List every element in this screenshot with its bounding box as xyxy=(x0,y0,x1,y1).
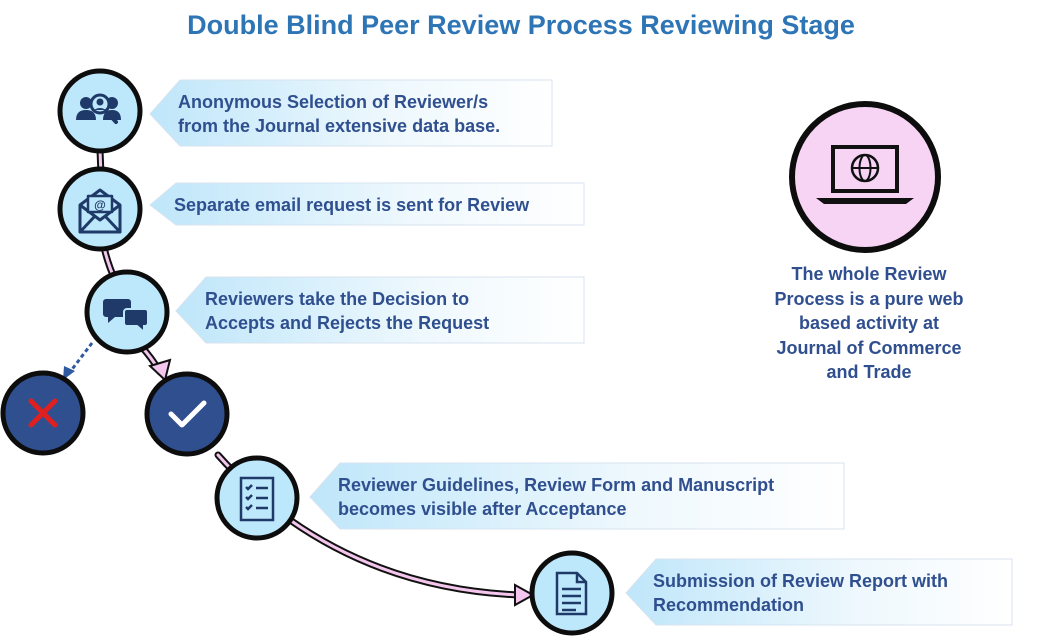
laptop-node xyxy=(789,101,941,253)
dashed-connector-reject xyxy=(68,342,94,373)
web-activity-note-line1: The whole Review xyxy=(791,264,947,284)
page-title: Double Blind Peer Review Process Reviewi… xyxy=(187,10,855,40)
checklist-icon xyxy=(239,476,275,522)
step-4-text-line1: Reviewer Guidelines, Review Form and Man… xyxy=(338,475,775,495)
step-3-node xyxy=(84,269,170,355)
arrowhead-accept xyxy=(148,358,172,382)
step-1-text-line1: Anonymous Selection of Reviewer/s xyxy=(178,92,489,112)
web-activity-note-line3: based activity at xyxy=(798,313,940,333)
step-3-text-line2: Accepts and Rejects the Request xyxy=(205,313,490,333)
step-5-text-line2: Recommendation xyxy=(653,595,805,615)
arrowhead-review-report xyxy=(514,583,536,607)
step-4-node xyxy=(214,455,300,541)
email-envelope-icon: @ xyxy=(78,188,122,234)
arrowhead-reject xyxy=(63,366,75,380)
step-5-node xyxy=(529,550,615,636)
web-activity-note: The whole Review Process is a pure web b… xyxy=(740,262,998,385)
step-1-node xyxy=(57,68,143,154)
connector-4-5-inner xyxy=(288,518,522,597)
connector-4-5 xyxy=(286,516,524,599)
web-activity-note-line5: and Trade xyxy=(826,362,912,382)
reviewer-search-icon xyxy=(76,93,121,124)
reject-node xyxy=(0,370,86,456)
checkmark-icon xyxy=(168,400,207,428)
step-1-text-line2: from the Journal extensive data base. xyxy=(178,116,501,136)
chat-bubbles-icon xyxy=(103,299,149,335)
document-icon xyxy=(555,571,588,616)
step-2-node: @ xyxy=(57,166,143,252)
cross-icon xyxy=(28,398,58,428)
accept-node xyxy=(144,371,230,457)
svg-text:@: @ xyxy=(94,198,106,212)
step-3-text-line1: Reviewers take the Decision to xyxy=(205,289,470,309)
web-activity-note-line4: Journal of Commerce xyxy=(776,337,962,358)
step-5-text-line1: Submission of Review Report with xyxy=(653,571,949,591)
laptop-globe-icon xyxy=(816,145,914,204)
step-4-text-line2: becomes visible after Acceptance xyxy=(338,499,627,519)
step-2-text-line1: Separate email request is sent for Revie… xyxy=(174,195,530,215)
web-activity-note-line2: Process is a pure web xyxy=(774,288,964,309)
